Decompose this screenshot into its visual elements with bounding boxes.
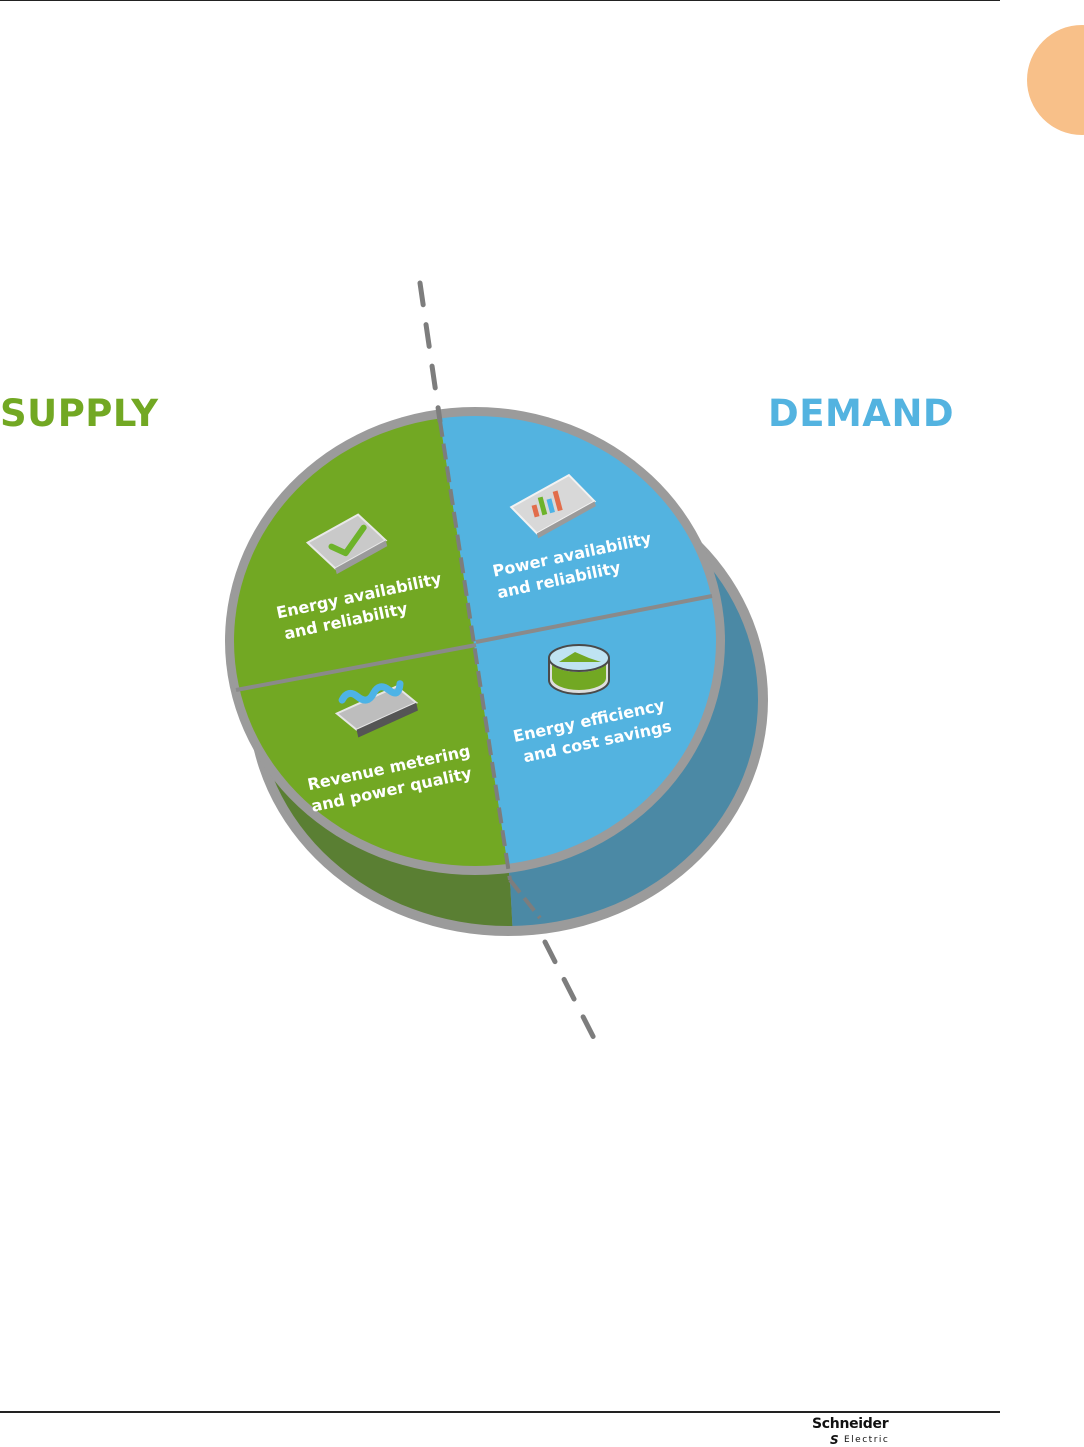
supply-quadrant-divider <box>235 643 477 692</box>
bottom-rule <box>0 1411 1000 1413</box>
tank-gauge-icon <box>548 644 610 695</box>
demand-label: DEMAND <box>768 392 955 435</box>
logo-name: Schneider <box>812 1416 889 1432</box>
top-rule <box>0 0 1000 1</box>
bar-chart-report-icon <box>509 473 597 539</box>
logo-mark-icon: S <box>830 1433 839 1447</box>
logo-sub: Electric <box>844 1435 890 1445</box>
demand-quadrant-divider <box>475 594 713 644</box>
schneider-electric-logo: Schneider S Electric <box>808 1416 908 1447</box>
supply-demand-axis <box>417 280 603 1053</box>
waveform-meter-icon <box>334 680 419 738</box>
supply-label: SUPPLY <box>0 392 159 435</box>
checkmark-panel-icon <box>305 513 388 575</box>
